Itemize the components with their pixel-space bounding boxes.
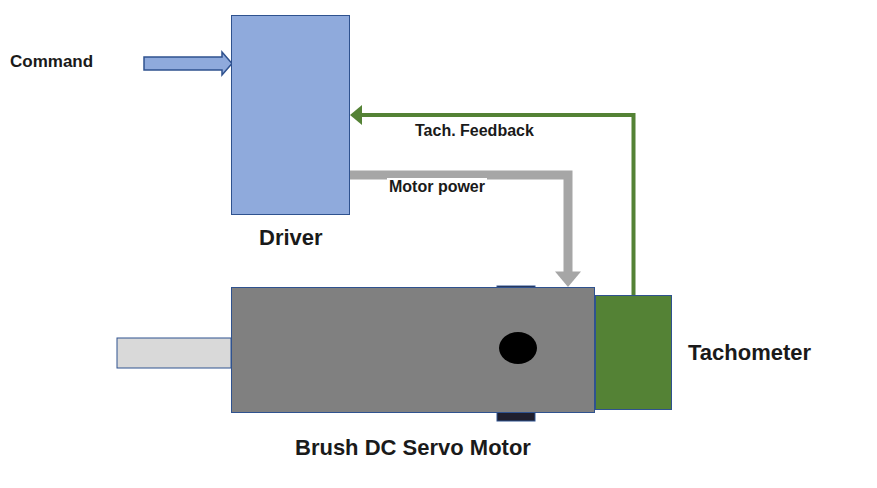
motor-power-line <box>350 175 581 287</box>
edge-label: Motor power <box>387 178 487 196</box>
node-title: Tachometer <box>688 340 811 366</box>
arrow-head <box>555 271 581 287</box>
node-title: Driver <box>259 225 323 251</box>
motor-body-outline <box>231 287 595 413</box>
tach-feedback-line-path <box>361 115 634 295</box>
edge-label: Tach. Feedback <box>413 122 536 140</box>
node-title: Brush DC Servo Motor <box>295 435 531 461</box>
tach-feedback-line <box>350 105 634 295</box>
command-arrow <box>144 52 232 75</box>
motor-terminal-dot <box>499 332 537 364</box>
signal-label: Command <box>10 52 93 72</box>
motor-shaft <box>117 338 231 368</box>
driver-box: Driver <box>231 15 350 215</box>
motor-body: Brush DC Servo Motor <box>231 287 595 413</box>
motor-power-line-path <box>350 175 568 273</box>
tachometer-box: Tachometer <box>595 295 672 410</box>
driver-box-outline <box>231 15 350 215</box>
arrow-head <box>350 105 362 125</box>
tachometer-box-outline <box>595 295 672 410</box>
